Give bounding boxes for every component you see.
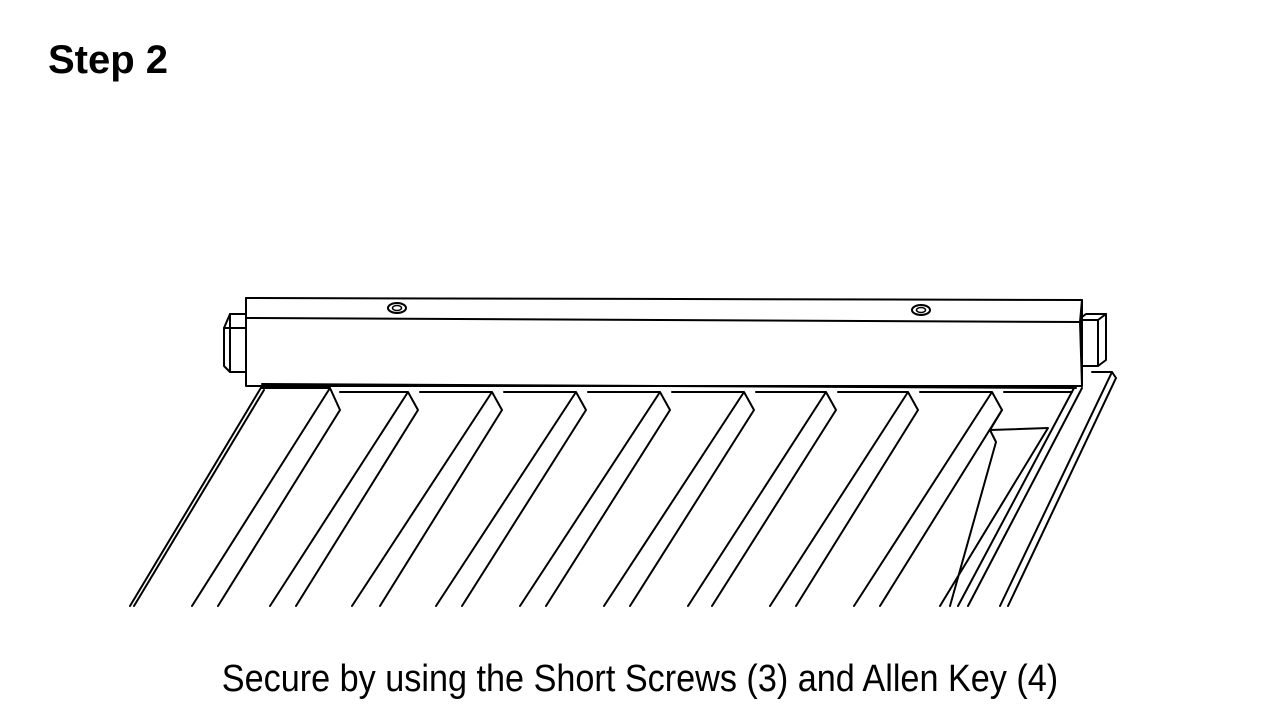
slat <box>603 391 755 607</box>
slat <box>519 391 671 607</box>
slat <box>191 387 341 607</box>
screw-hole-left <box>387 302 407 314</box>
slat <box>269 391 419 607</box>
slat <box>853 391 1003 607</box>
right-side-post <box>999 371 1117 607</box>
screw-hole-right <box>911 304 931 316</box>
slats-group <box>129 371 1117 607</box>
frame-left-edge <box>129 385 265 607</box>
slat <box>769 391 919 607</box>
slat <box>687 391 837 607</box>
right-inner-panel <box>939 391 1073 607</box>
right-side-frame <box>957 387 1083 607</box>
top-rail <box>245 297 1083 389</box>
slat <box>351 391 503 607</box>
slat <box>435 391 587 607</box>
step-title: Step 2 <box>48 38 169 82</box>
instruction-caption: Secure by using the Short Screws (3) and… <box>221 658 1059 700</box>
